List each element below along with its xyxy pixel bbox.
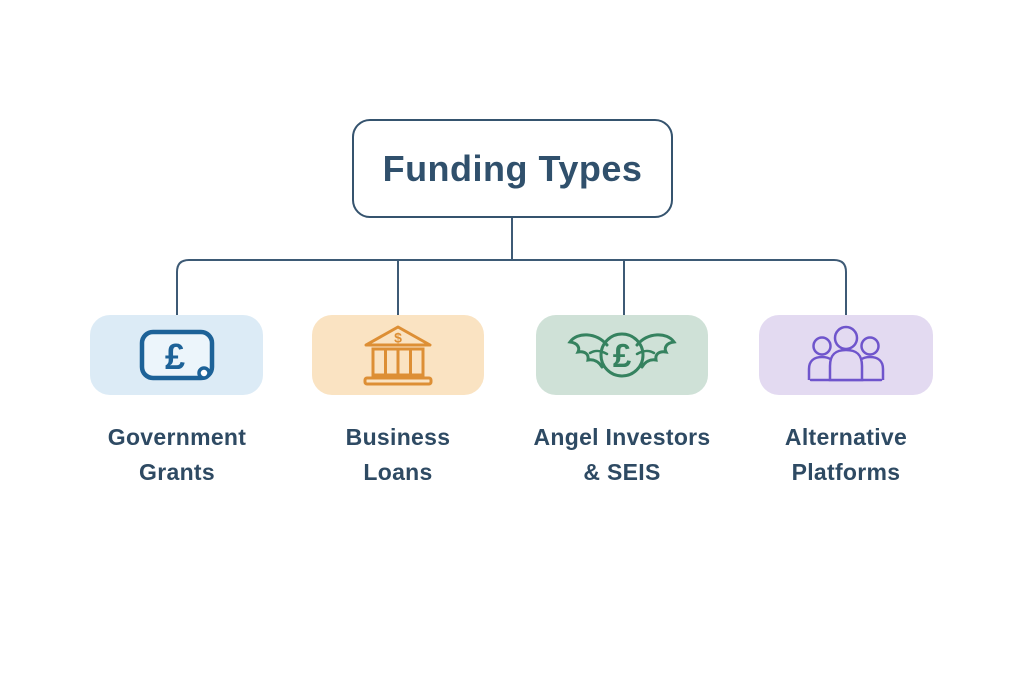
root-node-funding-types: Funding Types [352,119,673,218]
winged-coin-icon: £ [566,323,678,387]
label-government-grants: Government Grants [107,424,247,485]
banknote-icon: £ [135,325,219,385]
dollar-glyph: $ [394,330,402,346]
node-card-angel-investors: £ [536,315,708,395]
node-card-government-grants: £ [90,315,263,395]
connector-branch-bar [176,259,847,316]
label-angel-investors-seis: Angel Investors & SEIS [533,424,711,485]
node-card-alternative-platforms [759,315,933,395]
people-icon [798,323,894,387]
label-alternative-platforms: Alternative Platforms [784,424,908,485]
coin-pound-glyph: £ [613,337,632,374]
node-card-business-loans: $ [312,315,484,395]
bank-icon: $ [356,323,440,387]
diagram-title: Funding Types [382,147,643,189]
pound-glyph: £ [164,336,184,377]
label-business-loans: Business Loans [345,424,451,485]
